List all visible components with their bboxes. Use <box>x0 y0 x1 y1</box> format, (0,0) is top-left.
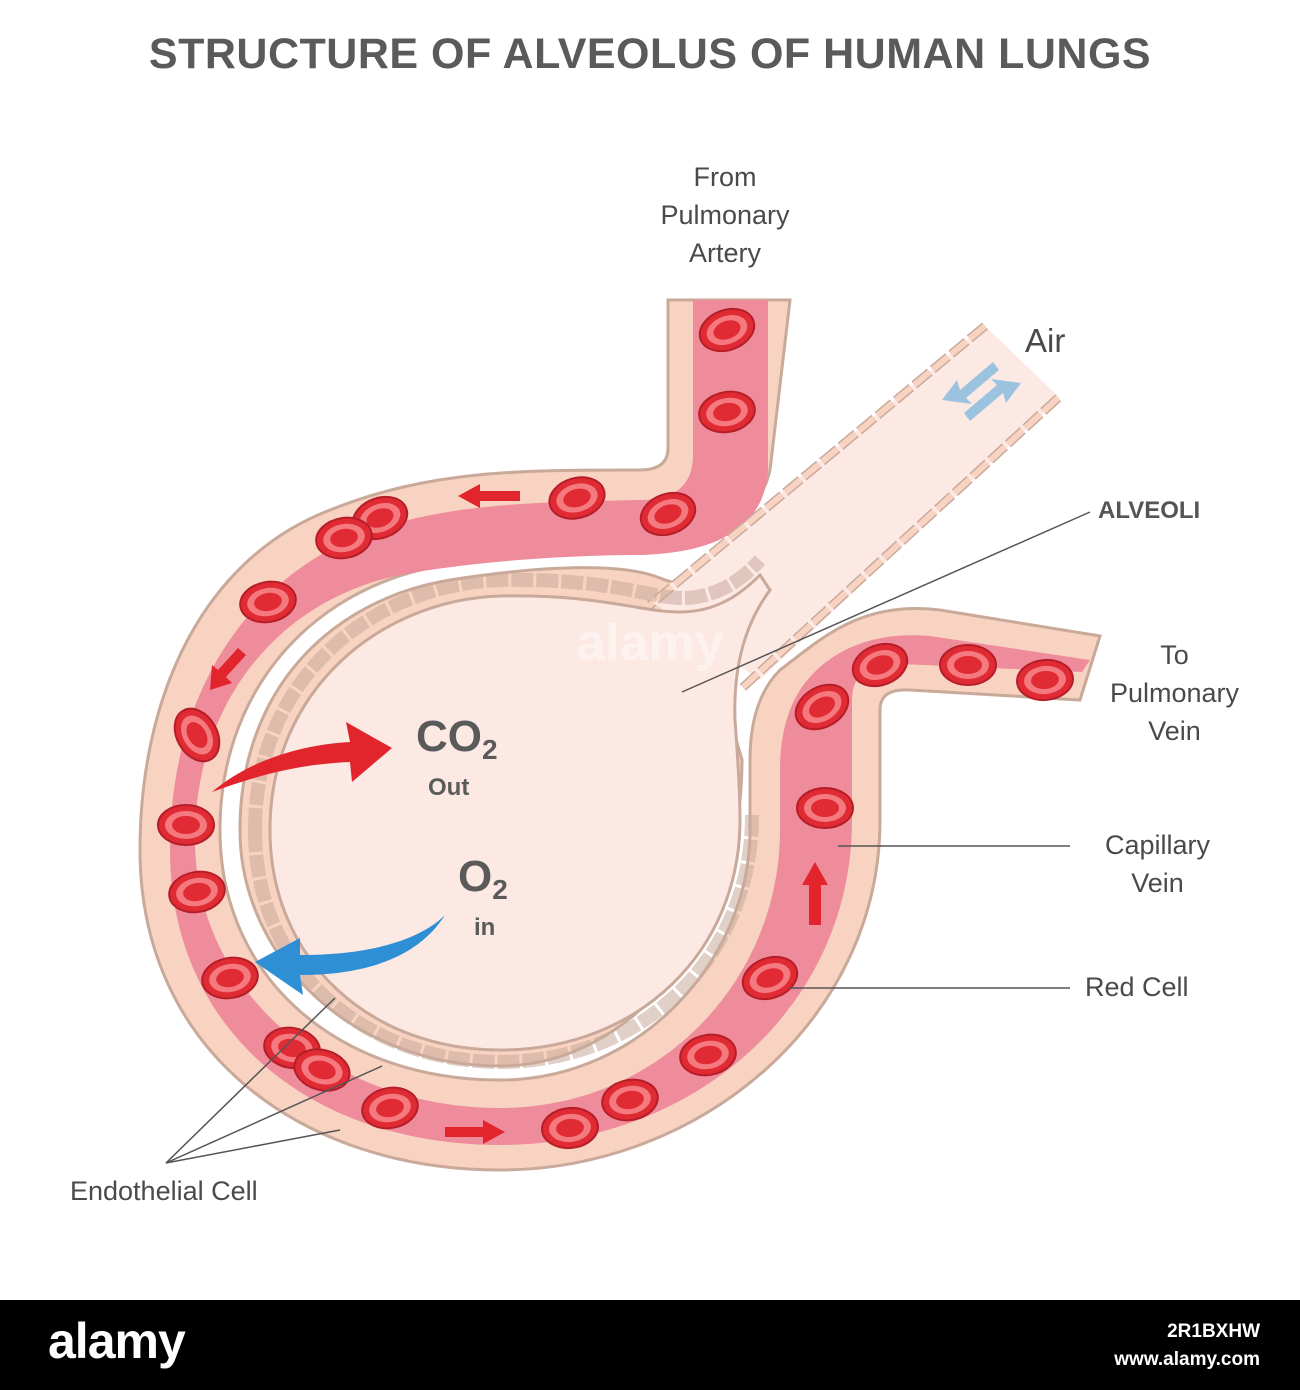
red-cell <box>796 787 854 829</box>
co2-subscript: 2 <box>482 734 498 765</box>
leader-endothelial-3 <box>165 1129 341 1164</box>
red-cell <box>361 1086 419 1130</box>
capillary-blood-lumen <box>170 300 1090 1145</box>
red-cell <box>157 804 215 846</box>
page-title: STRUCTURE OF ALVEOLUS OF HUMAN LUNGS <box>148 30 1152 78</box>
leader-endothelial-2 <box>165 1065 383 1164</box>
air-flow-arrows <box>942 362 1021 421</box>
site-url: www.alamy.com <box>1114 1349 1260 1370</box>
flow-arrow-right <box>445 1120 505 1144</box>
label-capillary-vein: Capillary Vein <box>1085 826 1230 902</box>
red-cell <box>741 955 799 1001</box>
endothelial-cell-outlines <box>138 299 1101 1172</box>
red-cell <box>239 580 297 624</box>
o2-in-arrow <box>255 915 445 995</box>
label-line: Pulmonary <box>1109 678 1240 708</box>
red-cell <box>173 707 221 763</box>
stock-image-id: 2R1BXHW www.alamy.com <box>1114 1318 1260 1374</box>
flow-arrow-left <box>458 484 520 508</box>
label-line: From <box>693 162 757 192</box>
red-cell <box>201 956 259 1000</box>
image-id: 2R1BXHW <box>1167 1321 1260 1342</box>
leader-lines <box>165 511 1091 1164</box>
flow-arrow-up <box>802 862 828 925</box>
label-line: Vein <box>1148 716 1201 746</box>
red-cell <box>698 307 756 353</box>
label-line: Vein <box>1131 868 1184 898</box>
label-alveoli: ALVEOLI <box>1098 497 1201 524</box>
air-arrow-in <box>942 362 999 404</box>
red-cell <box>168 870 226 914</box>
air-arrow-out <box>964 379 1021 421</box>
red-cell <box>351 495 409 541</box>
red-cell <box>541 1106 599 1150</box>
red-cell <box>794 683 850 731</box>
co2-label: CO2 <box>416 712 498 766</box>
co2-direction: Out <box>428 774 470 801</box>
label-air: Air <box>1025 322 1066 359</box>
red-cell <box>679 1033 737 1077</box>
red-cell <box>939 644 997 686</box>
red-cell <box>851 642 909 688</box>
o2-subscript: 2 <box>492 874 508 905</box>
red-cells <box>157 307 1074 1150</box>
red-cell <box>1016 658 1074 702</box>
label-from-pulmonary-artery: From Pulmonary Artery <box>645 158 805 272</box>
red-cell <box>315 516 373 560</box>
alamy-logo: alamy <box>48 1313 186 1369</box>
label-endothelial-cell: Endothelial Cell <box>70 1176 258 1206</box>
red-cell <box>548 476 606 520</box>
o2-label: O2 <box>458 852 508 906</box>
label-line: Capillary <box>1104 830 1211 860</box>
red-cell <box>601 1078 659 1122</box>
watermark-footer <box>0 1300 1300 1390</box>
blood-flow-arrows <box>210 484 828 1144</box>
label-line: Artery <box>688 238 761 268</box>
label-line: Pulmonary <box>660 200 790 230</box>
o2-formula: O <box>458 852 493 901</box>
red-cell <box>639 491 697 537</box>
faint-watermark: alamy <box>576 614 724 672</box>
label-red-cell: Red Cell <box>1085 972 1189 1002</box>
red-cell <box>293 1048 351 1092</box>
red-cell <box>263 1026 321 1070</box>
red-cell <box>698 390 756 434</box>
o2-direction: in <box>474 914 496 941</box>
label-line: To <box>1160 640 1189 670</box>
flow-arrow-down <box>210 648 246 690</box>
leader-alveoli <box>681 511 1091 693</box>
co2-out-arrow <box>212 722 392 792</box>
co2-formula: CO <box>416 712 482 761</box>
leader-endothelial-1 <box>165 997 336 1164</box>
label-to-pulmonary-vein: To Pulmonary Vein <box>1092 636 1257 750</box>
